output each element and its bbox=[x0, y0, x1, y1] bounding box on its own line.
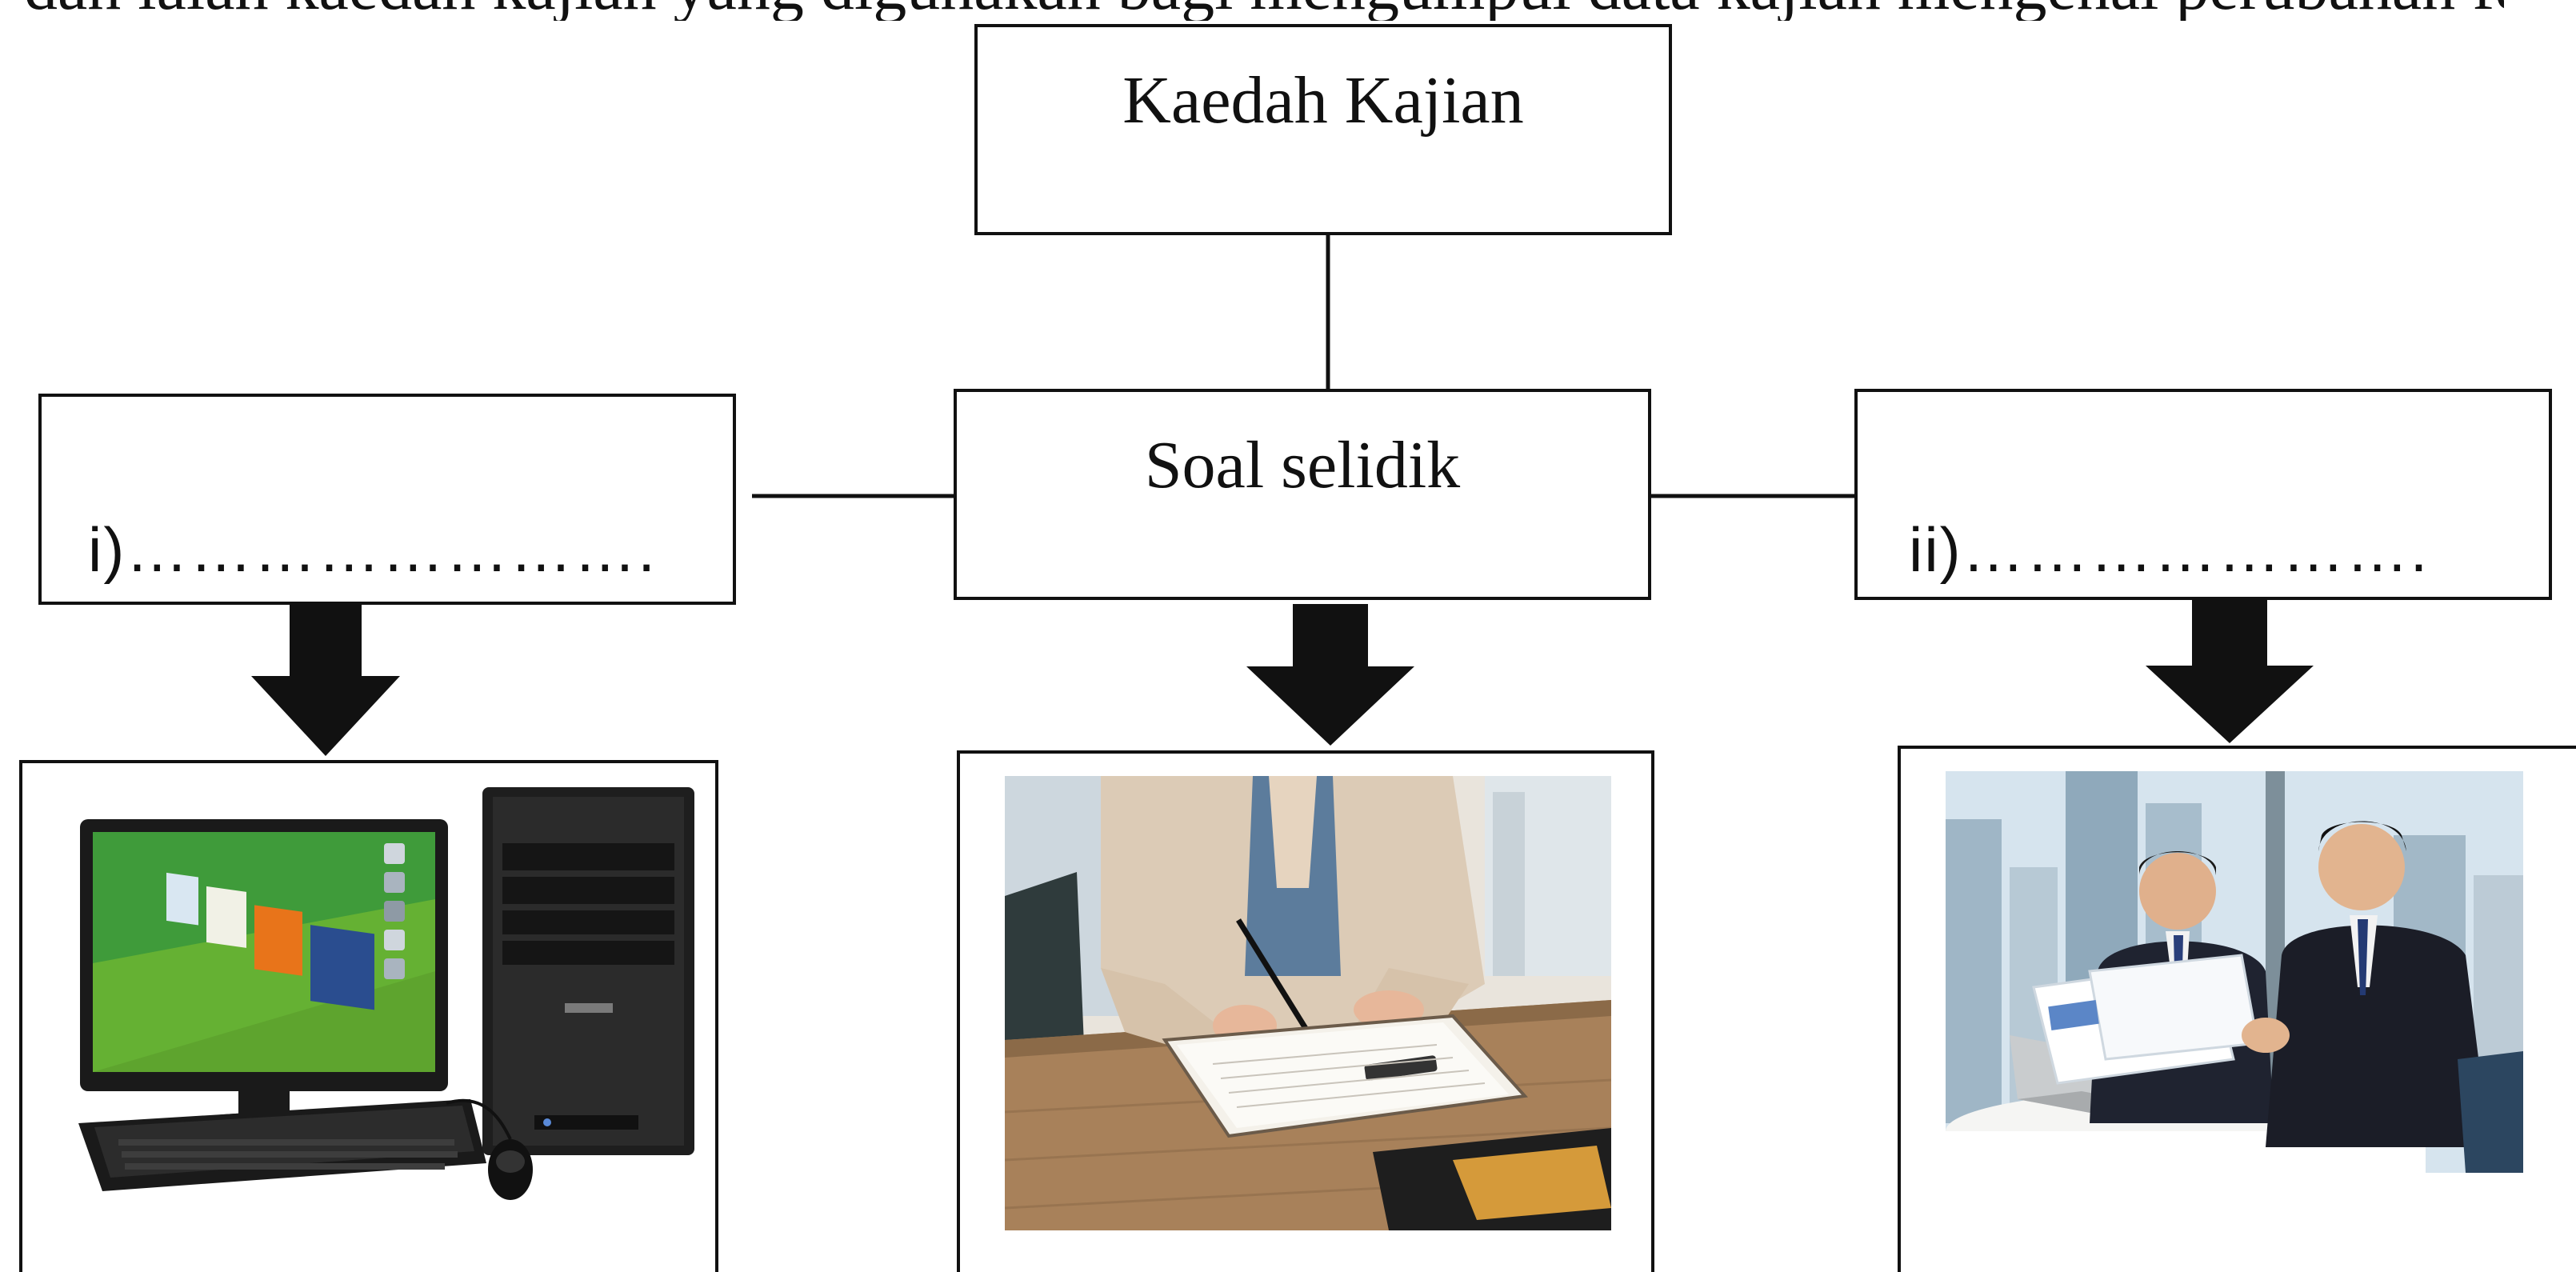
left-down-arrow bbox=[251, 604, 400, 756]
desktop-computer-icon bbox=[78, 787, 694, 1200]
center-picture-frame bbox=[957, 750, 1654, 1272]
center-down-arrow bbox=[1246, 604, 1414, 746]
left-blank-box: i)……………………. bbox=[38, 394, 736, 605]
cut-off-instruction-text: dan ialah kaedah kajian yang digunakan b… bbox=[24, 0, 2504, 21]
person-writing-on-clipboard-icon bbox=[1005, 776, 1611, 1230]
top-box-kaedah-kajian: Kaedah Kajian bbox=[974, 24, 1672, 235]
right-down-arrow bbox=[2146, 600, 2314, 743]
right-picture-frame bbox=[1898, 746, 2576, 1272]
center-box-label: Soal selidik bbox=[1144, 428, 1461, 502]
center-box-soal-selidik: Soal selidik bbox=[954, 389, 1651, 600]
right-blank-label: ii)…………………. bbox=[1909, 514, 2430, 585]
left-picture-frame bbox=[19, 760, 718, 1272]
top-box-label: Kaedah Kajian bbox=[1122, 63, 1524, 138]
right-blank-box: ii)…………………. bbox=[1854, 389, 2552, 600]
two-businessmen-discussing-documents-icon bbox=[1946, 771, 2523, 1173]
left-blank-label: i)……………………. bbox=[88, 514, 657, 585]
